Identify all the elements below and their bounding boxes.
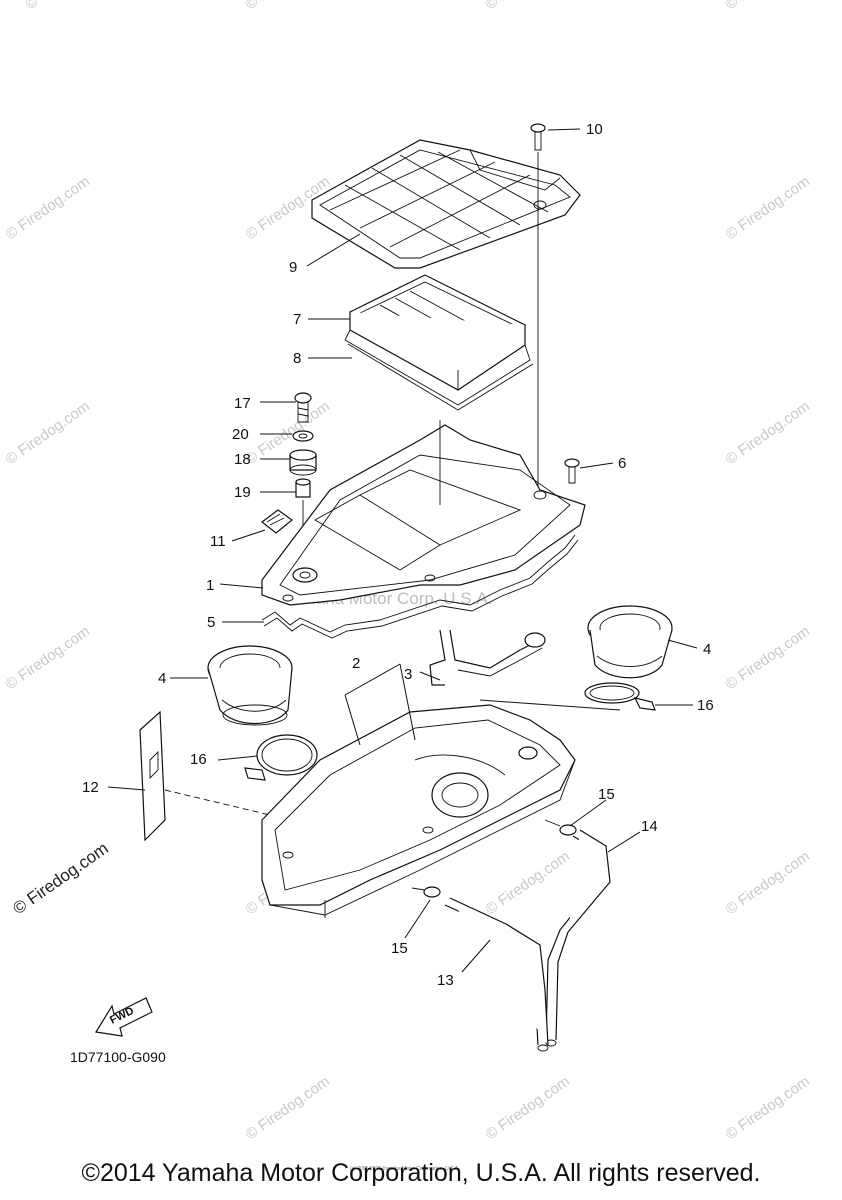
part-16-clamp-left (244, 734, 318, 781)
part-15-clip-upper (544, 819, 577, 836)
callout-7: 7 (293, 311, 301, 328)
watermark: © Firedog.com (483, 848, 574, 918)
callout-11: 11 (210, 533, 226, 550)
watermark: © Firedog.com (3, 173, 94, 243)
watermark: © Firedog.com (243, 398, 334, 468)
part-4-funnel-right (587, 605, 673, 679)
callout-15-lower: 15 (391, 940, 408, 957)
watermark: © Firedog.com (243, 0, 334, 13)
part-13-hose (444, 897, 549, 1052)
callout-18: 18 (234, 451, 251, 468)
callout-numbers: 10 9 7 8 17 20 18 19 6 11 1 5 2 3 4 4 16… (82, 121, 714, 989)
watermark: © Firedog.com (723, 623, 814, 693)
part-2-case (261, 704, 576, 918)
callout-4-left: 4 (158, 670, 166, 687)
callout-6: 6 (618, 455, 626, 472)
part-5-gasket (261, 534, 579, 639)
callout-5: 5 (207, 614, 215, 631)
watermark: © Firedog.com (3, 398, 94, 468)
part-18-grommet (289, 449, 317, 476)
watermark: © Firedog.com (243, 1073, 334, 1143)
part-12-label (139, 710, 271, 842)
part-4-funnel-left (207, 645, 293, 726)
watermark: © Firedog.com (483, 1073, 574, 1143)
callout-14: 14 (641, 818, 658, 835)
callout-10: 10 (586, 121, 603, 138)
watermark: © Firedog.com (9, 839, 111, 919)
callout-1: 1 (206, 577, 214, 594)
part-3-pipe (429, 629, 546, 686)
callout-3: 3 (404, 666, 412, 683)
callout-8: 8 (293, 350, 301, 367)
watermark: © Firedog.com (23, 0, 114, 13)
watermark: © Firedog.com (483, 0, 574, 13)
callout-leaders (107, 128, 698, 973)
callout-15-upper: 15 (598, 786, 615, 803)
callout-4-right: 4 (703, 641, 711, 658)
callout-9: 9 (289, 259, 297, 276)
small-print: (c) 2005-2015 Yamaha Motor Corporation, … (350, 1166, 460, 1172)
callout-16-right: 16 (697, 697, 714, 714)
fwd-arrow: FWD (95, 997, 153, 1037)
callout-2: 2 (352, 655, 360, 672)
watermark: © Firedog.com (3, 623, 94, 693)
part-10-screw (530, 123, 546, 495)
part-20-washer (292, 430, 314, 442)
part-11-label (261, 509, 293, 534)
diagram-code: 1D77100-G090 (70, 1049, 166, 1065)
watermark: © Firedog.com (723, 0, 814, 13)
part-6-screw (564, 458, 580, 484)
watermark: © Firedog.com (723, 1073, 814, 1143)
part-9-cover (311, 139, 581, 269)
callout-20: 20 (232, 426, 249, 443)
callout-16-left: 16 (190, 751, 207, 768)
callout-13: 13 (437, 972, 454, 989)
watermark: © Firedog.com (723, 173, 814, 243)
part-16-clamp-right (584, 682, 656, 711)
copyright-notice: ©2014 Yamaha Motor Corporation, U.S.A. A… (81, 1159, 761, 1187)
watermark: © Firedog.com (723, 398, 814, 468)
part-14-hose (545, 829, 611, 1047)
callout-19: 19 (234, 484, 251, 501)
part-8-gasket (344, 329, 534, 411)
part-7-element (348, 274, 527, 391)
callout-17: 17 (234, 395, 251, 412)
callout-12: 12 (82, 779, 99, 796)
part-17-bolt (294, 392, 312, 423)
watermark: © Firedog.com (723, 848, 814, 918)
part-15-clip-lower (411, 886, 441, 898)
part-1-case-cap (261, 420, 586, 606)
